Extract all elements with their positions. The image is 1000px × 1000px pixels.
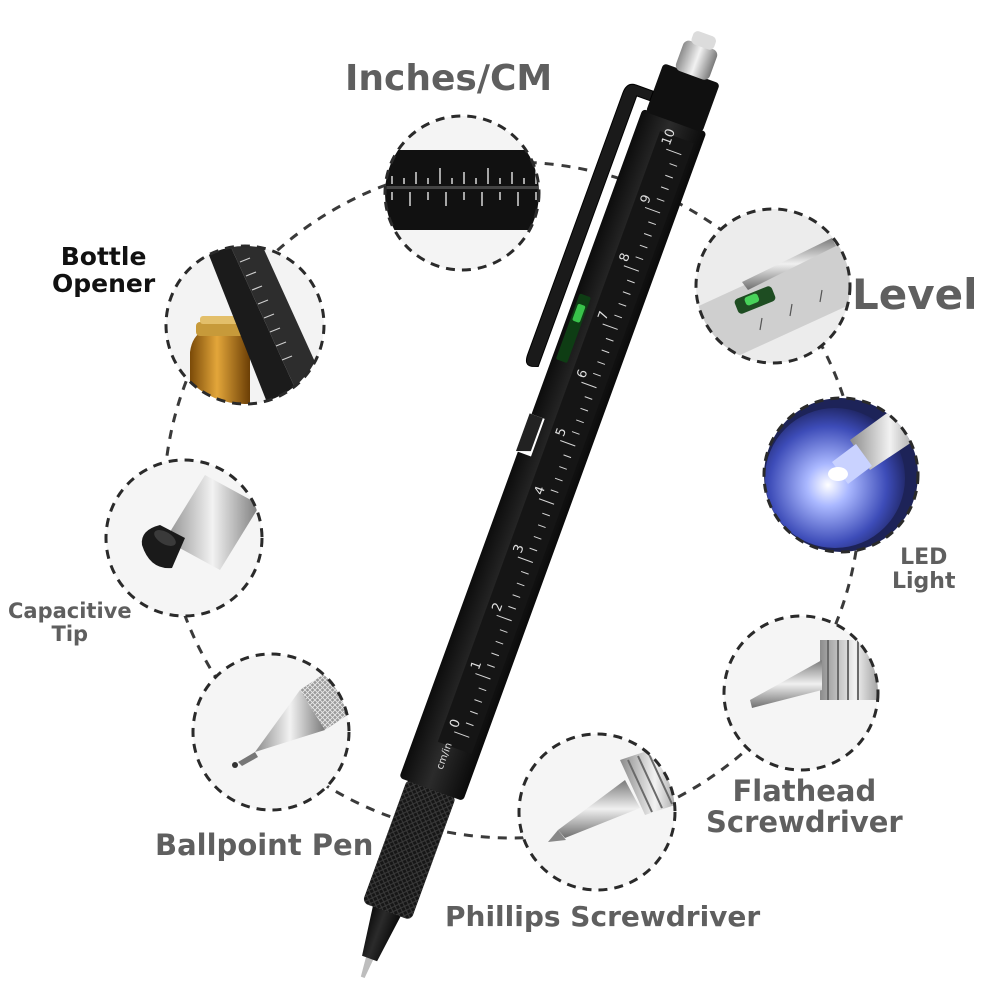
label-bottle-opener-line1: Bottle [60, 242, 147, 271]
label-phillips-screwdriver-text: Phillips Screwdriver [445, 900, 761, 933]
label-capacitive-tip: Capacitive Tip [8, 600, 132, 645]
ruler-tick [475, 673, 491, 680]
capacitive-tip-detail [104, 458, 264, 618]
ruler-tick [669, 163, 678, 167]
ruler-tick [584, 396, 593, 400]
ruler-tick [614, 314, 623, 319]
ruler-tick [516, 582, 525, 587]
label-led-light-line1: LED [900, 545, 948, 570]
ruler-tick [550, 489, 559, 494]
ruler-tick [517, 556, 534, 563]
label-flathead-screwdriver-line1: Flathead [732, 774, 877, 808]
ruler-tick [487, 664, 495, 668]
label-bottle-opener-line2: Opener [52, 269, 156, 298]
label-flathead-screwdriver: Flathead Screwdriver [706, 774, 903, 840]
ruler-tick [495, 640, 504, 645]
label-led-light-line2: Light [892, 568, 956, 594]
label-level-text: Level [852, 270, 978, 319]
ruler-tick [499, 629, 508, 633]
ruler-tick [571, 431, 580, 435]
ruler-tick [478, 687, 487, 692]
ruler-tick [605, 337, 614, 342]
ruler-tick [563, 454, 572, 459]
ruler-tick [644, 206, 661, 214]
label-capacitive-tip-line1: Capacitive [8, 599, 132, 623]
ruler-tick [639, 244, 648, 249]
ruler-tick [559, 466, 567, 470]
ruler-tick [542, 512, 551, 517]
ruler-tick [491, 652, 500, 657]
flathead-screwdriver-detail [722, 614, 880, 772]
ruler-tick [623, 265, 640, 272]
ruler-tick [474, 699, 483, 703]
label-capacitive-tip-line2: Tip [51, 621, 89, 646]
label-ballpoint-pen-text: Ballpoint Pen [155, 828, 374, 862]
ruler-tick [626, 279, 635, 284]
ruler-tick [581, 381, 597, 389]
ruler-tick [470, 710, 478, 715]
ruler-tick [529, 547, 538, 552]
ruler-tick [508, 605, 517, 610]
label-inches-cm-text: Inches/CM [345, 58, 553, 99]
ruler-number: 10 [659, 127, 679, 148]
ruler-tick [533, 535, 542, 540]
ruler-tick [622, 291, 631, 295]
ruler-tick [602, 323, 618, 330]
ruler-tick [635, 256, 644, 261]
ruler-tick [554, 477, 563, 482]
ruler-tick [512, 594, 521, 598]
ruler-tick [618, 302, 627, 307]
ruler-tick [496, 614, 512, 622]
label-level: Level [852, 270, 978, 319]
ballpoint-pen-detail [191, 652, 351, 812]
ruler-tick [593, 372, 601, 377]
ruler-tick [560, 440, 576, 447]
ruler-tick [454, 731, 470, 738]
ruler-tick [648, 221, 657, 226]
ruler-tick [520, 570, 529, 575]
ruler-tick [666, 148, 682, 156]
ruler-tick [580, 407, 589, 412]
level-detail [694, 207, 852, 365]
ruler-tick [601, 349, 610, 354]
label-led-light: LED Light [892, 546, 956, 594]
ruler-tick [643, 233, 652, 237]
led-light-detail [762, 396, 920, 554]
ruler-tick [576, 419, 584, 424]
ruler-tick [465, 722, 474, 727]
ruler-tick [538, 498, 555, 505]
ruler-tick [660, 186, 669, 191]
label-inches-cm: Inches/CM [345, 58, 553, 99]
phillips-screwdriver-detail [517, 732, 677, 892]
inches-cm-detail [383, 114, 541, 272]
bottle-opener-detail [164, 244, 326, 406]
label-phillips-screwdriver: Phillips Screwdriver [445, 900, 761, 933]
ruler-tick [597, 361, 606, 365]
ruler-tick [665, 174, 673, 179]
ruler-tick [656, 198, 665, 202]
label-flathead-screwdriver-line2: Screwdriver [706, 805, 903, 840]
ruler-tick [537, 524, 546, 529]
label-bottle-opener: Bottle Opener [52, 243, 155, 297]
label-ballpoint-pen: Ballpoint Pen [155, 828, 374, 862]
